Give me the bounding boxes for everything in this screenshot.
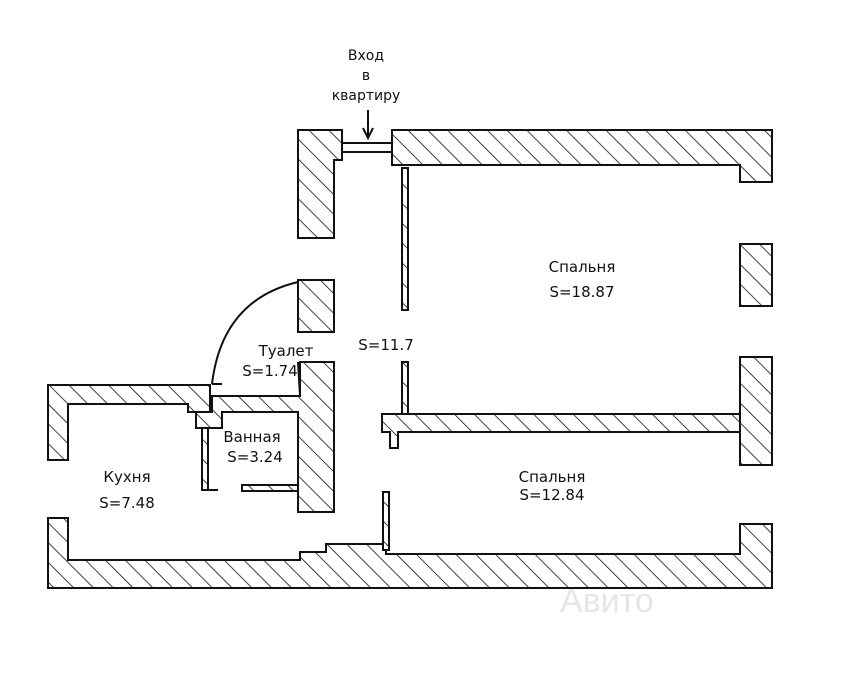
bedroom-large-area: S=18.87 xyxy=(549,283,614,301)
toilet-area: S=1.74 xyxy=(242,362,298,380)
entrance-label-line3: квартиру xyxy=(332,88,401,104)
wall-bath-left xyxy=(201,427,209,491)
kitchen-name: Кухня xyxy=(103,468,150,486)
bedroom-small-area: S=12.84 xyxy=(519,486,584,504)
wall-bedroom-partition xyxy=(381,413,741,449)
bathroom-area: S=3.24 xyxy=(227,448,283,466)
bedroom-large-name: Спальня xyxy=(549,258,616,276)
toilet-door-arc xyxy=(211,281,299,385)
kitchen-area: S=7.48 xyxy=(99,494,155,512)
wall-entrance-left xyxy=(297,129,343,239)
wall-top xyxy=(391,129,773,183)
hall-area: S=11.7 xyxy=(358,336,414,354)
entrance-label-line1: Вход xyxy=(348,48,384,64)
entrance-label-line2: в xyxy=(362,68,370,84)
wall-right-lower xyxy=(739,356,773,466)
bathroom-name: Ванная xyxy=(223,428,280,446)
wall-connector xyxy=(297,361,301,397)
wall-center xyxy=(195,361,335,513)
toilet-name: Туалет xyxy=(258,342,314,360)
entrance-arrow-head xyxy=(362,127,374,141)
wall-bedroom-small-thin xyxy=(382,491,390,551)
wall-hall-thin-upper xyxy=(401,167,409,311)
wall-bottom xyxy=(47,517,773,589)
wall-bath-bottom-right xyxy=(241,484,299,492)
wall-right-middle xyxy=(739,243,773,307)
bedroom-small-name: Спальня xyxy=(519,468,586,486)
wall-hall-thin-lower xyxy=(401,361,409,415)
wall-kitchen-top xyxy=(47,384,211,461)
entrance-label: Вход в квартиру xyxy=(332,48,401,104)
wall-toilet-upper xyxy=(297,279,335,333)
